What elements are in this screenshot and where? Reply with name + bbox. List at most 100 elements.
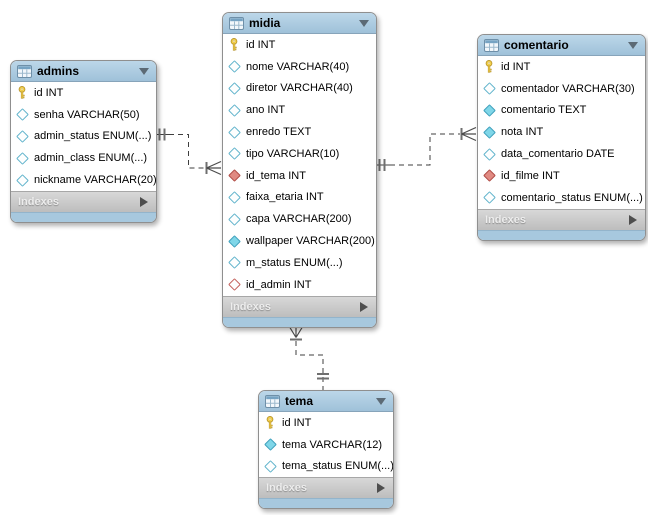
column-row[interactable]: tema VARCHAR(12) [259,434,393,456]
column-row[interactable]: nota INT [478,121,645,143]
column-nullable-icon [16,130,29,143]
table-title: midia [249,16,281,30]
expand-arrow-icon[interactable] [140,196,148,207]
column-row[interactable]: nickname VARCHAR(20) [11,169,156,191]
relationship-tema-midia[interactable] [288,325,329,390]
column-row[interactable]: capa VARCHAR(200) [223,208,376,230]
column-label: nickname VARCHAR(20) [34,174,157,187]
column-label: id INT [501,60,531,73]
column-label: ano INT [246,104,286,117]
column-row[interactable]: m_status ENUM(...) [223,252,376,274]
column-nullable-icon [228,212,241,226]
column-row[interactable]: comentario TEXT [478,100,645,122]
column-row[interactable]: tipo VARCHAR(10) [223,143,376,165]
table-header[interactable]: midia [223,13,376,34]
column-notnull-icon [483,104,496,117]
indexes-bar[interactable]: Indexes [223,295,376,317]
relationship-admins-midia[interactable] [155,128,222,176]
column-row[interactable]: comentador VARCHAR(30) [478,78,645,100]
column-nullable-icon [228,103,241,117]
primary-key-icon [228,38,241,51]
column-row[interactable]: id INT [223,34,376,56]
expand-arrow-icon[interactable] [629,214,637,225]
column-row[interactable]: admin_status ENUM(...) [11,126,156,148]
column-row[interactable]: id_admin INT [223,274,376,296]
indexes-bar[interactable]: Indexes [478,208,645,230]
column-row[interactable]: wallpaper VARCHAR(200) [223,230,376,252]
column-nullable-icon [228,147,241,161]
column-row[interactable]: id_tema INT [223,165,376,187]
column-label: diretor VARCHAR(40) [246,82,353,95]
crow-foot-marker [288,325,304,338]
column-row[interactable]: senha VARCHAR(50) [11,104,156,126]
column-row[interactable]: id INT [11,82,156,104]
table-icon [17,64,32,78]
column-row[interactable]: comentario_status ENUM(...) [478,187,645,209]
collapse-arrow-icon[interactable] [359,19,369,27]
relationship-midia-comentario[interactable] [375,126,477,172]
column-label: nota INT [501,126,544,139]
indexes-bar[interactable]: Indexes [11,190,156,212]
column-row[interactable]: id INT [478,56,645,78]
column-nullable-icon [228,191,241,204]
crow-foot-marker [206,160,222,176]
column-nullable-icon [228,147,241,161]
column-row[interactable]: id_filme INT [478,165,645,187]
expand-arrow-icon[interactable] [360,301,368,312]
foreign-key-icon [228,278,241,292]
column-row[interactable]: ano INT [223,99,376,121]
column-notnull-icon [264,438,277,452]
foreign-key-notnull-icon [228,169,241,183]
column-row[interactable]: nome VARCHAR(40) [223,56,376,78]
column-nullable-icon [228,125,241,139]
table-icon [484,38,499,52]
column-row[interactable]: id INT [259,412,393,434]
column-label: id INT [282,416,312,429]
column-nullable-icon [483,82,496,96]
column-nullable-icon [228,60,241,74]
column-nullable-icon [483,82,496,96]
collapse-arrow-icon[interactable] [139,67,149,75]
table-tema[interactable]: tema id INT tema VARCHAR(12)tema_status EN… [258,390,394,510]
cardinality-one-marker [317,373,329,380]
column-row[interactable]: faixa_etaria INT [223,187,376,209]
column-row[interactable]: tema_status ENUM(...) [259,456,393,478]
table-footer [11,211,156,222]
column-label: wallpaper VARCHAR(200) [246,235,375,248]
table-footer [478,229,645,240]
indexes-label: Indexes [230,300,271,313]
indexes-bar[interactable]: Indexes [259,477,393,499]
table-header[interactable]: comentario [478,35,645,56]
expand-arrow-icon[interactable] [377,483,385,494]
column-row[interactable]: enredo TEXT [223,121,376,143]
table-icon [265,394,280,408]
column-row[interactable]: admin_class ENUM(...) [11,147,156,169]
column-list: id INT comentador VARCHAR(30)comentario T… [478,56,645,209]
foreign-key-icon [228,278,241,292]
foreign-key-notnull-icon [228,169,241,183]
column-nullable-icon [228,256,241,270]
table-header[interactable]: admins [11,61,156,82]
cardinality-one-marker [378,159,386,171]
column-label: faixa_etaria INT [246,191,324,204]
primary-key-icon [264,416,277,429]
foreign-key-notnull-icon [483,169,496,183]
column-row[interactable]: data_comentario DATE [478,143,645,165]
column-nullable-icon [228,191,241,204]
column-nullable-icon [483,147,496,161]
collapse-arrow-icon[interactable] [376,397,386,405]
column-nullable-icon [228,60,241,74]
column-notnull-icon [483,104,496,117]
column-label: enredo TEXT [246,126,312,139]
column-nullable-icon [228,82,241,95]
column-row[interactable]: diretor VARCHAR(40) [223,78,376,100]
table-header[interactable]: tema [259,391,393,412]
column-label: admin_status ENUM(...) [34,130,152,143]
collapse-arrow-icon[interactable] [628,41,638,49]
